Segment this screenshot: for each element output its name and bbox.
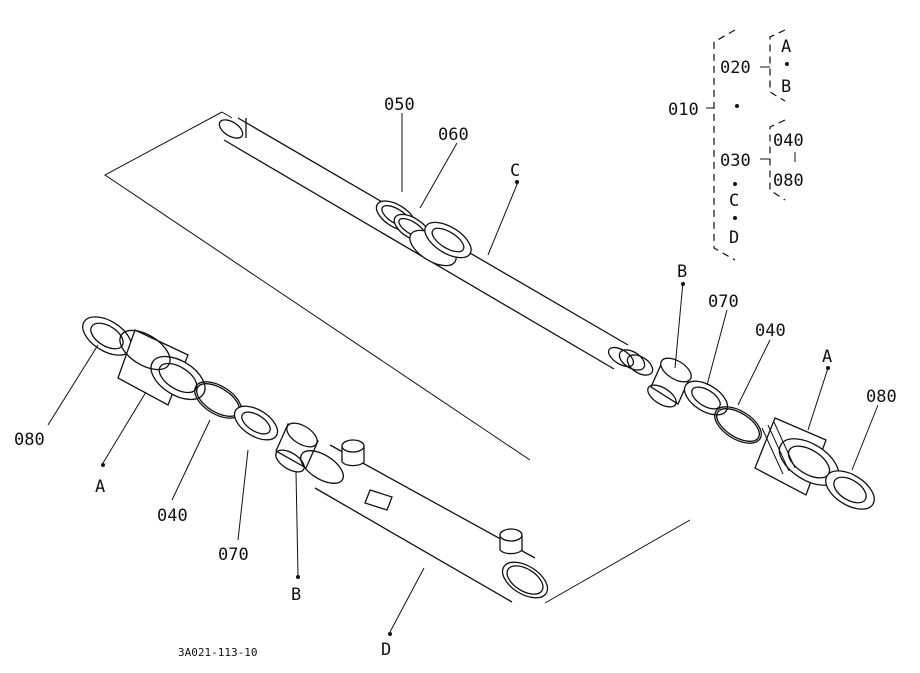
tree-node-020: 020 [720,58,751,78]
label-a-right: A [822,347,832,367]
label-070-left: 070 [218,545,249,565]
seal-070-right [683,380,729,416]
label-c-rod: C [510,161,520,181]
bushing-b-left [275,422,319,473]
label-b-right: B [677,262,687,282]
wiper-080-right [825,470,875,510]
label-b-left: B [291,585,301,605]
leader-dots [101,180,830,636]
seal-070-left [233,405,279,441]
label-d-tube: D [381,640,391,660]
o-ring-040-right [714,406,762,444]
assembly-outline [104,111,691,604]
tree-extra-d: D [729,228,739,248]
label-060: 060 [438,125,469,145]
drawing-code: 3A021-113-10 [178,646,257,659]
tree-020-child-b: B [781,77,791,97]
piston-head [409,221,472,267]
label-080-left: 080 [14,430,45,450]
parts-tree: 010 020 A B 030 040 080 C D [668,29,804,261]
tree-extra-c: C [729,191,739,211]
part-labels: 050 060 C B 070 040 A 080 080 A 040 070 … [14,95,897,660]
tree-030-child-040: 040 [773,131,804,151]
label-040-right: 040 [755,321,786,341]
tree-020-child-a: A [781,37,791,57]
label-070-right: 070 [708,292,739,312]
label-050: 050 [384,95,415,115]
gland-a-left [117,329,206,406]
label-080-right: 080 [866,387,897,407]
label-a-left: A [95,477,105,497]
tree-root-010: 010 [668,100,699,120]
leader-lines [47,113,879,633]
label-040-left: 040 [157,506,188,526]
tree-node-030: 030 [720,151,751,171]
cylinder-tube [300,439,549,603]
tree-030-child-080: 080 [773,171,804,191]
gland-a-right [754,417,840,496]
bushing-b-right [647,357,692,408]
